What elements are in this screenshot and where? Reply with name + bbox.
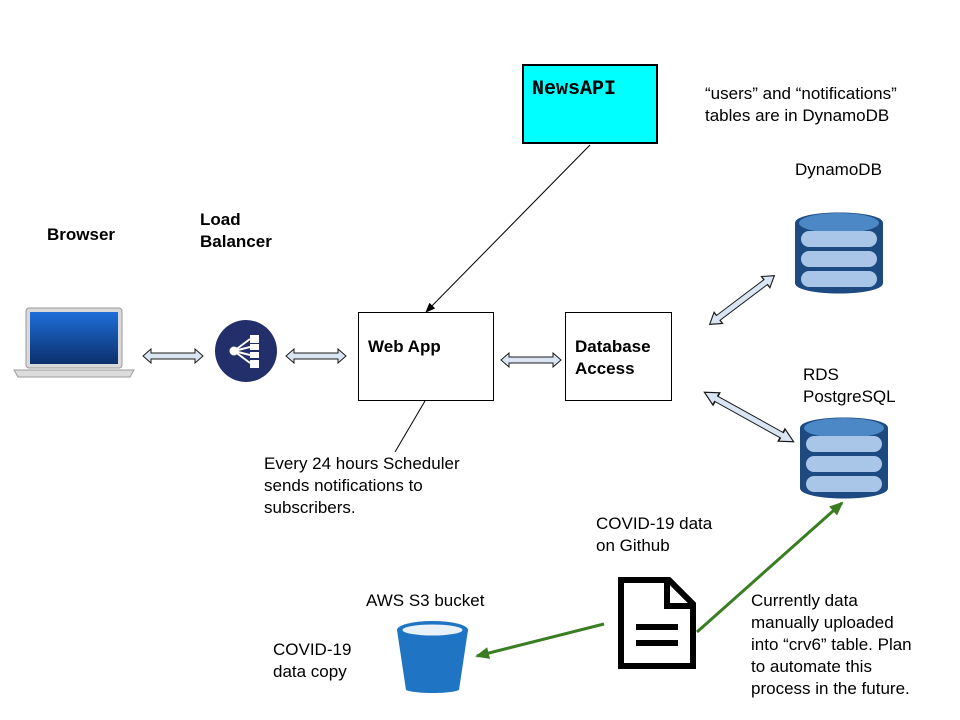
- upload-note-line3: into “crv6” table. Plan: [751, 635, 912, 654]
- rds-label-line1: RDS: [803, 365, 839, 384]
- github-to-rds-upload-arrow: [696, 501, 844, 634]
- newsapi-label: NewsAPI: [532, 78, 617, 101]
- browser-lb-double-arrow: [142, 348, 204, 364]
- s3-copy-label-line2: data copy: [273, 662, 347, 681]
- covid-github-label-line2: on Github: [596, 536, 670, 555]
- dynamodb-note-line2: tables are in DynamoDB: [705, 106, 890, 125]
- browser-label: Browser: [47, 225, 116, 244]
- s3-copy-label-line1: COVID-19: [273, 640, 352, 659]
- upload-note-line1: Currently data: [751, 591, 858, 610]
- database-access-label-line1: Database: [575, 337, 651, 356]
- newsapi-webapp-arrow: [425, 144, 591, 313]
- upload-note-line2: manually uploaded: [751, 613, 894, 632]
- dbaccess-rds-double-arrow: [700, 385, 798, 449]
- webapp-dbaccess-double-arrow: [500, 352, 562, 368]
- rds-database-icon: [800, 417, 888, 499]
- newsapi-box[interactable]: NewsAPI: [522, 64, 658, 144]
- upload-note-line4: to automate this: [751, 657, 872, 676]
- load-balancer-label-line1: Load: [200, 210, 241, 229]
- covid-github-label-line1: COVID-19 data: [596, 514, 713, 533]
- bucket-icon: [397, 621, 468, 693]
- web-app-label: Web App: [368, 337, 441, 356]
- dynamodb-label: DynamoDB: [795, 160, 882, 179]
- document-icon: [618, 577, 696, 669]
- lb-webapp-double-arrow: [285, 348, 347, 364]
- scheduler-connector-line: [394, 400, 426, 453]
- dynamodb-note-line1: “users” and “notifications”: [705, 84, 897, 103]
- scheduler-note-line1: Every 24 hours Scheduler: [264, 454, 460, 473]
- load-balancer-label-line2: Balancer: [200, 232, 272, 251]
- rds-label-line2: PostgreSQL: [803, 387, 896, 406]
- web-app-box[interactable]: Web App: [358, 312, 494, 401]
- scheduler-note-line2: sends notifications to: [264, 476, 423, 495]
- dynamodb-database-icon: [795, 212, 883, 294]
- github-to-s3-copy-arrow: [475, 622, 605, 659]
- scheduler-note-line3: subscribers.: [264, 498, 356, 517]
- database-access-label-line2: Access: [575, 359, 635, 378]
- load-balancer-icon: [215, 320, 277, 382]
- laptop-icon: [13, 307, 135, 378]
- dbaccess-dynamodb-double-arrow: [704, 269, 780, 331]
- upload-note-line5: process in the future.: [751, 679, 910, 698]
- s3-bucket-label: AWS S3 bucket: [366, 591, 485, 610]
- database-access-box[interactable]: Database Access: [565, 312, 672, 401]
